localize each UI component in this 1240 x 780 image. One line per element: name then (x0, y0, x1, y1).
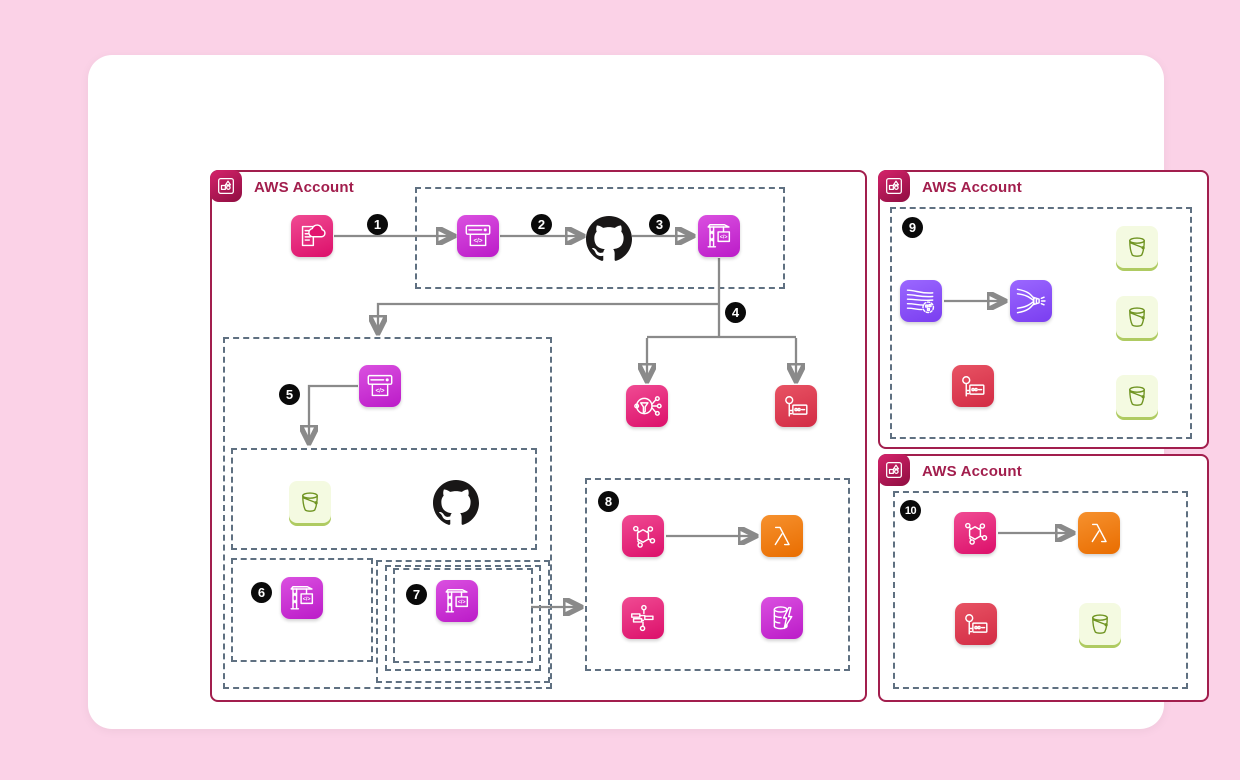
s3-bucket-icon (1116, 226, 1158, 268)
aws-account-box-3: AWS Account (878, 454, 1209, 702)
aws-account-icon (878, 170, 910, 202)
svg-text:</>: </> (473, 237, 482, 244)
account-title: AWS Account (254, 179, 354, 196)
github-icon (433, 480, 479, 526)
codebuild-icon: </> (698, 215, 740, 257)
svg-text:</>: </> (458, 600, 466, 606)
step-badge-5: 5 (279, 384, 300, 405)
step-badge-8: 8 (598, 491, 619, 512)
s3-bucket-icon (1079, 603, 1121, 645)
s3-bucket-icon (1116, 375, 1158, 417)
dynamodb-icon (761, 597, 803, 639)
lambda-icon (761, 515, 803, 557)
aws-account-icon (878, 454, 910, 486)
s3-bucket-icon (1116, 296, 1158, 338)
build-group-box-6 (231, 558, 373, 662)
codebuild-icon: </> (281, 577, 323, 619)
cloudformation-icon (291, 215, 333, 257)
step-badge-4: 4 (725, 302, 746, 323)
runtime-group-box-8 (585, 478, 850, 671)
account-title: AWS Account (922, 463, 1022, 480)
sns-topic-icon (626, 385, 668, 427)
lambda-icon (1078, 512, 1120, 554)
eventbridge-icon (954, 512, 996, 554)
eventbridge-icon (622, 515, 664, 557)
diagram-card: AWS Account AWS Account (88, 55, 1209, 729)
account2-inner-box (890, 207, 1192, 439)
step-badge-3: 3 (649, 214, 670, 235)
svg-text:</>: </> (303, 597, 311, 603)
step-badge-2: 2 (531, 214, 552, 235)
deploy-group-box (223, 337, 552, 689)
kinesis-data-streams-icon (900, 280, 942, 322)
pipeline-group-box (415, 187, 785, 289)
secrets-manager-icon (952, 365, 994, 407)
data-firehose-icon (1010, 280, 1052, 322)
github-icon (586, 216, 632, 262)
account-title: AWS Account (922, 179, 1022, 196)
build-group-box-7-mid (385, 565, 541, 671)
step-badge-1: 1 (367, 214, 388, 235)
aws-account-icon (210, 170, 242, 202)
step-badge-9: 9 (902, 217, 923, 238)
build-group-box-7-back (376, 560, 550, 683)
step-functions-icon (622, 597, 664, 639)
secrets-manager-icon (775, 385, 817, 427)
build-group-box-7-front (393, 568, 533, 663)
codebuild-icon: </> (436, 580, 478, 622)
cdk-icon: </> (359, 365, 401, 407)
cdk-icon: </> (457, 215, 499, 257)
svg-text:</>: </> (720, 235, 728, 241)
step-badge-7: 7 (406, 584, 427, 605)
step-badge-6: 6 (251, 582, 272, 603)
secrets-manager-icon (955, 603, 997, 645)
svg-text:</>: </> (375, 387, 384, 394)
artifact-group-box (231, 448, 537, 550)
step-badge-10: 10 (900, 500, 921, 521)
account3-inner-box (893, 491, 1188, 689)
s3-bucket-icon (289, 481, 331, 523)
